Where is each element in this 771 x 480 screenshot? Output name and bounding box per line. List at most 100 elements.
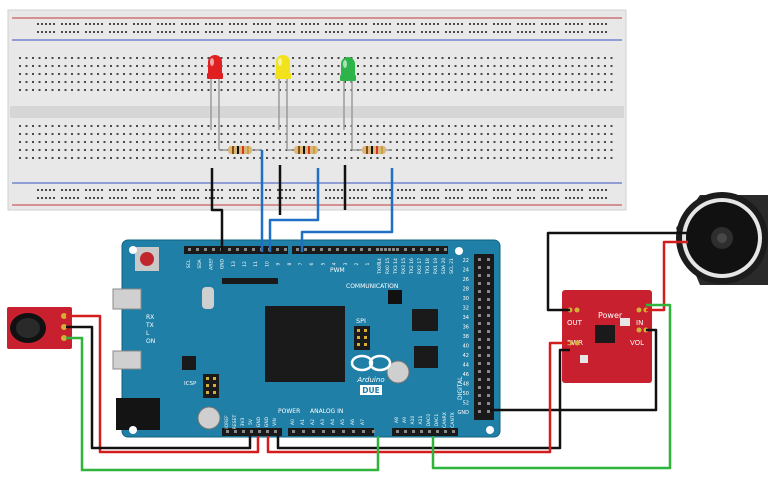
top-pin-label: 4: [332, 262, 338, 265]
digital-pin-label: A8: [394, 417, 400, 423]
arduino-logo-icon: [350, 354, 392, 372]
led-green: [340, 57, 356, 150]
power-jack: [116, 398, 160, 430]
usb-port-native: [112, 288, 142, 310]
analog-label: ANALOG IN: [310, 408, 343, 415]
wire-black-mic-gnd: [66, 325, 252, 450]
top-pin-label: 10: [264, 261, 270, 267]
arduino-due-board: Arduino DUE RX TX L ON SPI ICSP PWM COMM…: [112, 239, 501, 438]
top-header-right: [292, 246, 394, 254]
comm-pin-label: RX1 19: [433, 258, 439, 274]
digital-pin-label: DAC0: [426, 414, 432, 427]
wire-black-amp-pwr-gnd: [276, 348, 570, 450]
right-pin-label: 22: [463, 258, 469, 264]
wire-red-mic-vcc: [66, 314, 260, 454]
wire-red-speaker: [646, 240, 688, 312]
bottom-right-header: [392, 428, 458, 436]
wire-black-speaker: [546, 231, 688, 312]
top-pin-label: SCL: [186, 259, 192, 268]
amp-title: Power: [598, 311, 623, 320]
amp-label-in: IN: [636, 319, 643, 327]
amp-label-vol: VOL: [630, 339, 644, 347]
top-pin-label: 5: [320, 262, 326, 265]
led-label-on: ON: [146, 338, 155, 345]
resistor-2: [287, 146, 320, 154]
right-pin-label: 48: [463, 382, 469, 388]
resistor-3: [352, 146, 392, 154]
wire-blue-pin3: [300, 168, 394, 252]
comm-pin-label: RX3 15: [401, 258, 407, 274]
comm-pin-label: TX3 14: [393, 258, 399, 275]
led-label-l: L: [146, 330, 150, 337]
top-pin-label: 0: [376, 262, 382, 265]
top-pin-label: 7: [298, 262, 304, 265]
resistor-1: [219, 146, 262, 154]
right-pin-label: 34: [463, 315, 469, 321]
top-pin-label: 12: [242, 261, 248, 267]
wires: [66, 150, 688, 472]
right-pin-label: 52: [463, 401, 469, 407]
usb-port-programming: [112, 350, 142, 370]
top-pin-label: 6: [309, 262, 315, 265]
power-pin-label: 3V3: [240, 417, 246, 426]
amplifier-module: Power OUT PWR IN VOL: [562, 290, 652, 383]
top-pin-label: 11: [253, 261, 259, 267]
right-pin-label: 28: [463, 287, 469, 293]
digital-label: DIGITAL: [457, 376, 464, 400]
led-label-tx: TX: [145, 322, 154, 329]
digital-pin-label: DAC1: [434, 414, 440, 427]
comm-pin-label: TX0 14: [377, 258, 383, 275]
led-red: [207, 55, 223, 150]
right-pin-label: GND: [458, 410, 470, 416]
analog-pin-label: A4: [330, 419, 336, 425]
digital-pin-label: A9: [402, 417, 408, 423]
top-pin-label: 13: [231, 261, 237, 267]
wire-blue-pin9: [268, 168, 320, 252]
model-label: DUE: [362, 386, 379, 395]
right-pin-label: 26: [463, 277, 469, 283]
comm-pin-label: RX2 17: [417, 258, 423, 274]
comm-pin-label: RX0 15: [385, 258, 391, 274]
comm-pin-label: SDA 20: [441, 258, 447, 275]
digital-pin-label: A11: [418, 415, 424, 424]
wire-black-amp-gnd: [490, 328, 658, 412]
digital-pin-label: CANRX: [442, 412, 448, 428]
analog-pin-label: A3: [320, 419, 326, 425]
power-pin-label: 5V: [248, 418, 254, 425]
right-pin-label: 40: [463, 344, 469, 350]
digital-pin-label: A10: [410, 415, 416, 424]
analog-pin-label: A6: [350, 419, 356, 425]
right-pin-label: 42: [463, 353, 469, 359]
pwm-label: PWM: [330, 267, 345, 274]
icsp-label: ICSP: [184, 381, 197, 387]
power-pin-label: GND: [256, 416, 262, 427]
right-pin-label: 38: [463, 334, 469, 340]
microphone-module: [7, 307, 72, 349]
amp-label-out: OUT: [567, 319, 583, 327]
wire-green-amp-in: [431, 303, 672, 470]
comm-pin-label: SCL 21: [449, 258, 455, 274]
top-pin-label: 9: [276, 262, 282, 265]
wire-black-gnd: [210, 168, 224, 252]
right-pin-label: 30: [463, 296, 469, 302]
analog-header: [288, 428, 374, 436]
power-pin-label: VIN: [272, 418, 278, 426]
comm-pin-label: TX2 16: [409, 258, 415, 275]
spi-label: SPI: [356, 317, 366, 325]
led-yellow: [275, 55, 291, 150]
top-pin-label: AREF: [208, 258, 214, 270]
power-pin-label: IOREF: [224, 415, 230, 429]
brand-label: Arduino: [356, 376, 384, 384]
wire-red-amp-pwr: [266, 341, 570, 454]
comm-pin-label: TX1 18: [425, 258, 431, 275]
power-pin-label: RESET: [232, 415, 238, 430]
wire-green-mic-out: [66, 336, 380, 472]
power-label: POWER: [278, 408, 300, 415]
right-pin-label: 36: [463, 325, 469, 331]
right-pin-label: 24: [463, 268, 469, 274]
power-pin-label: GND: [264, 416, 270, 427]
speaker: [676, 192, 768, 285]
right-pin-label: 32: [463, 306, 469, 312]
analog-pin-label: A0: [290, 419, 296, 425]
